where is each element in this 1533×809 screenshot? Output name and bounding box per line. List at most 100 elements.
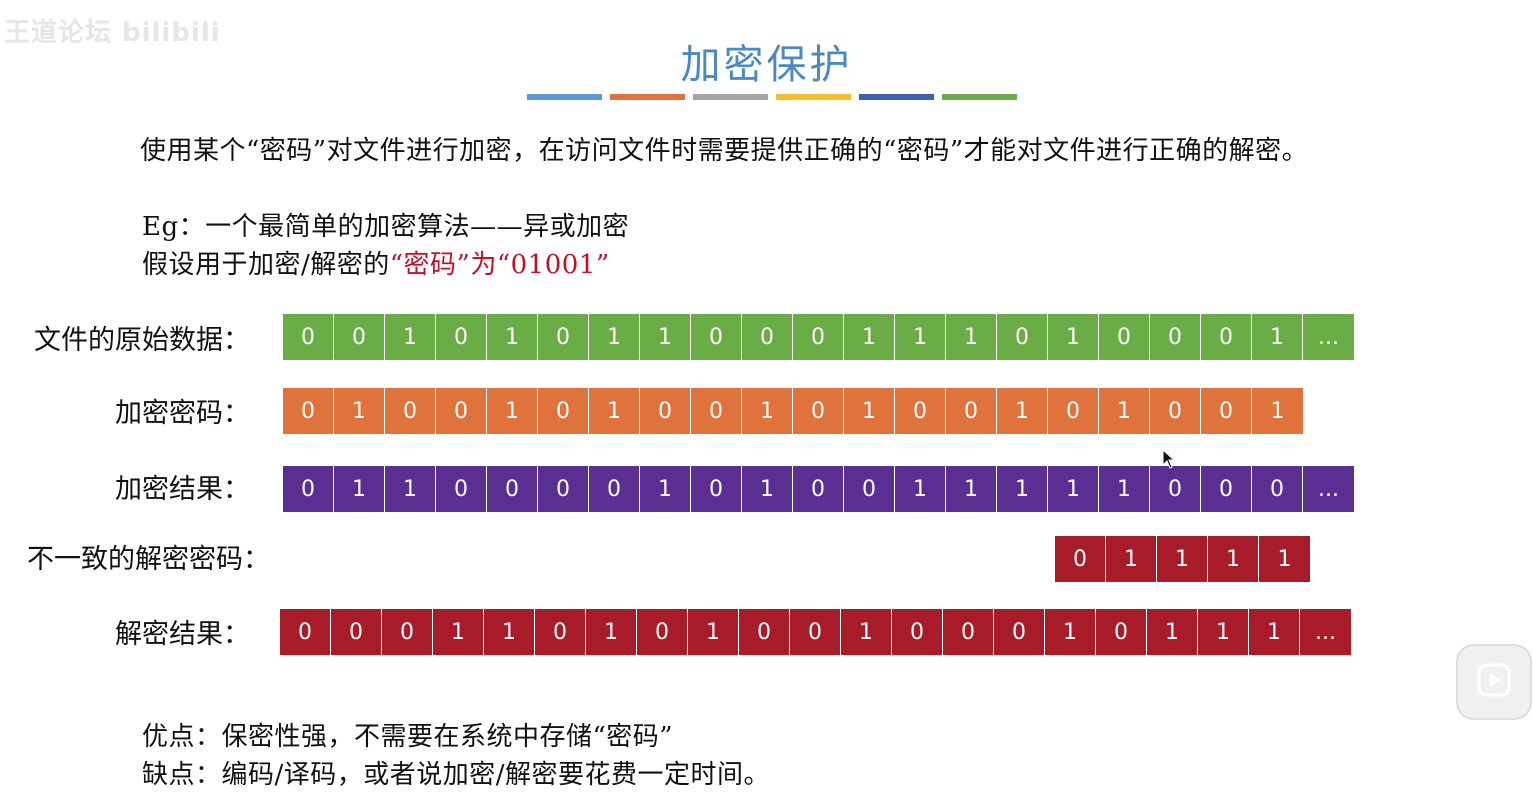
play-button[interactable] xyxy=(1456,644,1532,720)
bit-cell: 0 xyxy=(280,609,331,655)
bit-cell: 0 xyxy=(1099,314,1150,360)
page-title: 加密保护 xyxy=(680,42,853,88)
bit-cell: ... xyxy=(1300,609,1351,655)
accent-bar xyxy=(527,94,602,100)
bit-cell: 1 xyxy=(640,466,691,512)
bit-cell: 0 xyxy=(1150,314,1201,360)
bit-cell: 0 xyxy=(691,314,742,360)
bit-cell: 0 xyxy=(790,609,841,655)
bit-cell: 0 xyxy=(1201,314,1252,360)
bit-cell: 1 xyxy=(1099,466,1150,512)
bit-cell: 1 xyxy=(1048,466,1099,512)
bit-cell: 0 xyxy=(640,388,691,434)
bit-cell: 1 xyxy=(385,466,436,512)
cons-text: 缺点：编码/译码，或者说加密/解密要花费一定时间。 xyxy=(142,760,771,790)
bit-cell: 0 xyxy=(283,314,334,360)
bit-cell: 1 xyxy=(1252,388,1303,434)
bit-cell: 1 xyxy=(1198,609,1249,655)
bit-cell: 1 xyxy=(688,609,739,655)
bit-cell: 0 xyxy=(538,466,589,512)
mouse-pointer-icon xyxy=(1162,448,1176,473)
bit-cell: 0 xyxy=(589,466,640,512)
bit-cell: 0 xyxy=(538,314,589,360)
bit-cell: 0 xyxy=(997,314,1048,360)
bit-cell: 0 xyxy=(946,388,997,434)
bit-cell: 0 xyxy=(436,466,487,512)
bit-cell: 0 xyxy=(283,466,334,512)
bit-cell: 1 xyxy=(484,609,535,655)
bit-cell: 1 xyxy=(487,388,538,434)
bit-cell: 0 xyxy=(844,466,895,512)
bit-cell: 1 xyxy=(1252,314,1303,360)
bit-cell: 0 xyxy=(892,609,943,655)
accent-bars xyxy=(527,94,1017,100)
row-label-original: 文件的原始数据： xyxy=(34,325,250,356)
bit-cell: 0 xyxy=(385,388,436,434)
bit-cell: 0 xyxy=(331,609,382,655)
bit-cell: 0 xyxy=(1201,388,1252,434)
accent-bar xyxy=(859,94,934,100)
bit-cell: 0 xyxy=(742,314,793,360)
bit-cell: 0 xyxy=(1048,388,1099,434)
bit-cell: 1 xyxy=(334,388,385,434)
bit-cell: 1 xyxy=(586,609,637,655)
row-label-key: 加密密码： xyxy=(115,398,250,429)
row-label-wrong-key: 不一致的解密密码： xyxy=(27,544,270,575)
bit-cell: 1 xyxy=(895,466,946,512)
bit-cell: 0 xyxy=(994,609,1045,655)
bit-cell: 1 xyxy=(1249,609,1300,655)
bit-cell: 1 xyxy=(1099,388,1150,434)
bit-cell: 0 xyxy=(1096,609,1147,655)
example-line-1: Eg：一个最简单的加密算法——异或加密 xyxy=(142,212,630,242)
bit-cell: 1 xyxy=(589,314,640,360)
bit-cell: 0 xyxy=(283,388,334,434)
bit-cell: 0 xyxy=(487,466,538,512)
bit-cell: 0 xyxy=(793,388,844,434)
bit-cell: 1 xyxy=(1147,609,1198,655)
bit-cell: 0 xyxy=(1201,466,1252,512)
bit-cell: 0 xyxy=(895,388,946,434)
bit-cell: 1 xyxy=(946,314,997,360)
bit-cell: 1 xyxy=(433,609,484,655)
bit-cell: 0 xyxy=(1150,388,1201,434)
accent-bar xyxy=(942,94,1017,100)
accent-bar xyxy=(693,94,768,100)
bit-cell: 1 xyxy=(1208,536,1259,582)
bit-cell: ... xyxy=(1303,466,1354,512)
bit-cell: 0 xyxy=(1252,466,1303,512)
bit-cell: 0 xyxy=(793,314,844,360)
bit-cell: 0 xyxy=(334,314,385,360)
example-password-highlight: “密码”为“01001” xyxy=(389,250,610,280)
example-line-2: 假设用于加密/解密的“密码”为“01001” xyxy=(142,244,610,281)
bit-cell: 0 xyxy=(1055,536,1106,582)
bit-cell: 1 xyxy=(1259,536,1310,582)
bit-cell: ... xyxy=(1303,314,1354,360)
bit-cell: 1 xyxy=(334,466,385,512)
bit-cell: 0 xyxy=(637,609,688,655)
bit-cell: 0 xyxy=(739,609,790,655)
bit-cell: 1 xyxy=(1045,609,1096,655)
bit-cell: 1 xyxy=(1106,536,1157,582)
bit-cell: 0 xyxy=(535,609,586,655)
bit-cell: 0 xyxy=(691,388,742,434)
bit-cell: 0 xyxy=(1150,466,1201,512)
bit-cell: 1 xyxy=(589,388,640,434)
bit-cell: 1 xyxy=(742,466,793,512)
bit-cell: 1 xyxy=(844,388,895,434)
bit-cell: 1 xyxy=(946,466,997,512)
bit-cell: 1 xyxy=(640,314,691,360)
row-label-decrypted: 解密结果： xyxy=(115,619,250,650)
bit-cell: 1 xyxy=(742,388,793,434)
example-prefix: 假设用于加密/解密的 xyxy=(142,250,390,280)
bit-cell: 0 xyxy=(382,609,433,655)
row-label-encrypted: 加密结果： xyxy=(115,474,250,505)
bit-cell: 0 xyxy=(436,314,487,360)
bit-cell: 1 xyxy=(844,314,895,360)
bit-cell: 1 xyxy=(997,388,1048,434)
bit-cell: 1 xyxy=(1048,314,1099,360)
bit-cell: 1 xyxy=(1157,536,1208,582)
